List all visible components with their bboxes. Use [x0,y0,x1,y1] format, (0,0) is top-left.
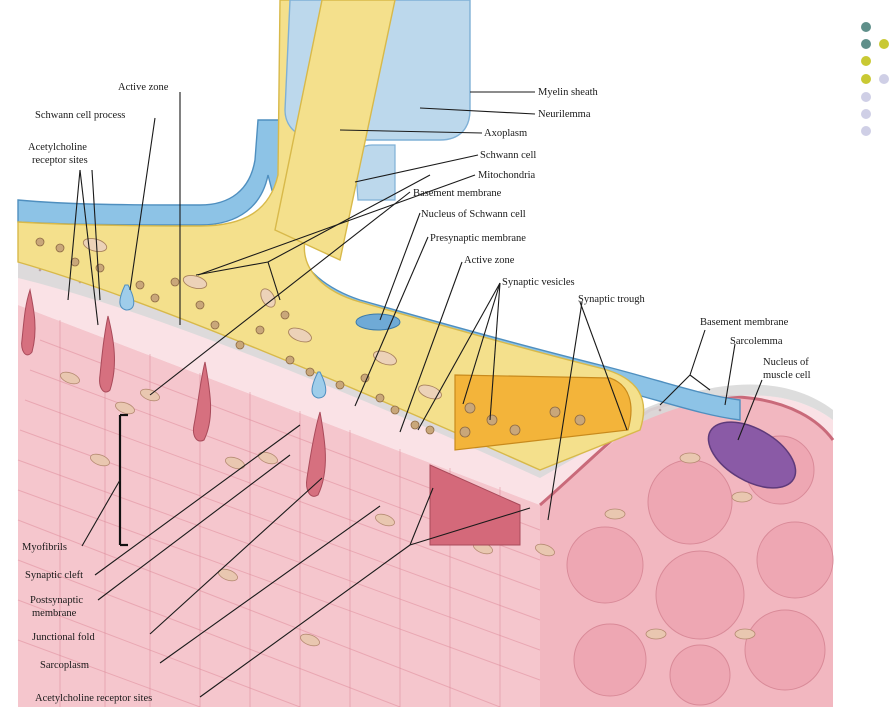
label-basement-membrane-right: Basement membrane [700,317,789,328]
muscle-fiber [17,262,835,707]
label-junctional-fold: Junctional fold [32,632,95,643]
myofibrils-bracket [81,413,128,547]
terminal-end-block [454,374,632,451]
schwann-cell-processes [119,284,327,399]
label-ach-receptor-sites-bottom: Acetylcholine receptor sites [35,693,152,704]
leader-lines [67,91,763,698]
mitochondria [82,237,442,400]
label-postsynaptic-membrane-2: membrane [32,608,77,619]
schwann-cell-sheath [17,119,741,421]
label-axoplasm: Axoplasm [484,128,527,139]
decorative-dots [861,22,889,136]
label-schwann-cell: Schwann cell [480,150,536,161]
muscle-cell-nucleus [707,421,797,489]
axon-terminal [17,0,645,471]
label-synaptic-vesicles: Synaptic vesicles [502,277,575,288]
label-neurilemma: Neurilemma [538,109,591,120]
label-nucleus-of-muscle-cell-2: muscle cell [763,370,811,381]
label-nucleus-of-schwann-cell: Nucleus of Schwann cell [421,209,526,220]
label-mitochondria: Mitochondria [478,170,535,181]
junctional-folds [21,288,521,546]
myelinated-axon [274,0,471,262]
label-sarcolemma: Sarcolemma [730,336,783,347]
label-presynaptic-membrane: Presynaptic membrane [430,233,526,244]
label-active-zone-top: Active zone [118,82,169,93]
label-schwann-cell-process: Schwann cell process [35,110,125,121]
label-sarcoplasm: Sarcoplasm [40,660,89,671]
label-nucleus-of-muscle-cell-1: Nucleus of [763,357,809,368]
label-synaptic-cleft: Synaptic cleft [25,570,83,581]
labels: Active zone Schwann cell process Acetylc… [22,82,811,704]
synaptic-vesicles [35,237,586,438]
label-myelin-sheath: Myelin sheath [538,87,599,98]
label-basement-membrane-top: Basement membrane [413,188,502,199]
label-ach-receptor-sites-top-2: receptor sites [32,155,88,166]
label-myofibrils: Myofibrils [22,542,67,553]
label-postsynaptic-membrane-1: Postsynaptic [30,595,83,606]
label-synaptic-trough: Synaptic trough [578,294,646,305]
label-ach-receptor-sites-top-1: Acetylcholine [28,142,87,153]
label-active-zone-mid: Active zone [464,255,515,266]
